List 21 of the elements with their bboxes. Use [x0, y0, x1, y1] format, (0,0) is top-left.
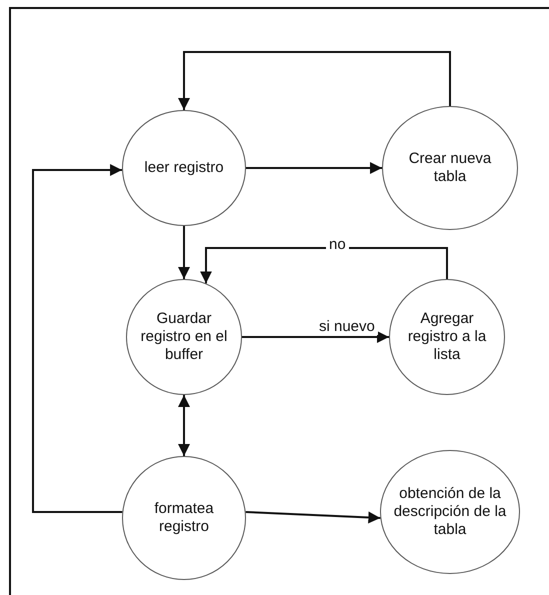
- process-circle: [122, 456, 246, 580]
- node-label: obtención de la descripción de la tabla: [392, 485, 508, 539]
- edge-label: si nuevo: [316, 318, 378, 335]
- arrow: [246, 162, 382, 174]
- process-circle: [122, 110, 246, 226]
- arrow: [200, 247, 448, 284]
- node-label: formatea registro: [153, 500, 215, 536]
- node-label: leer registro: [143, 159, 225, 177]
- arrow: [178, 226, 190, 279]
- arrow: [178, 395, 190, 456]
- arrow: [32, 164, 122, 513]
- process-circle: [380, 450, 520, 574]
- arrow: [242, 331, 389, 343]
- process-circle: [382, 106, 518, 230]
- node-label: Guardar registro en el buffer: [140, 310, 228, 364]
- arrow: [246, 511, 380, 524]
- process-circle: [389, 279, 505, 395]
- node-label: Crear nueva tabla: [408, 150, 492, 186]
- node-label: Agregar registro a la lista: [406, 310, 488, 364]
- arrow: [178, 51, 451, 110]
- process-circle: [126, 279, 242, 395]
